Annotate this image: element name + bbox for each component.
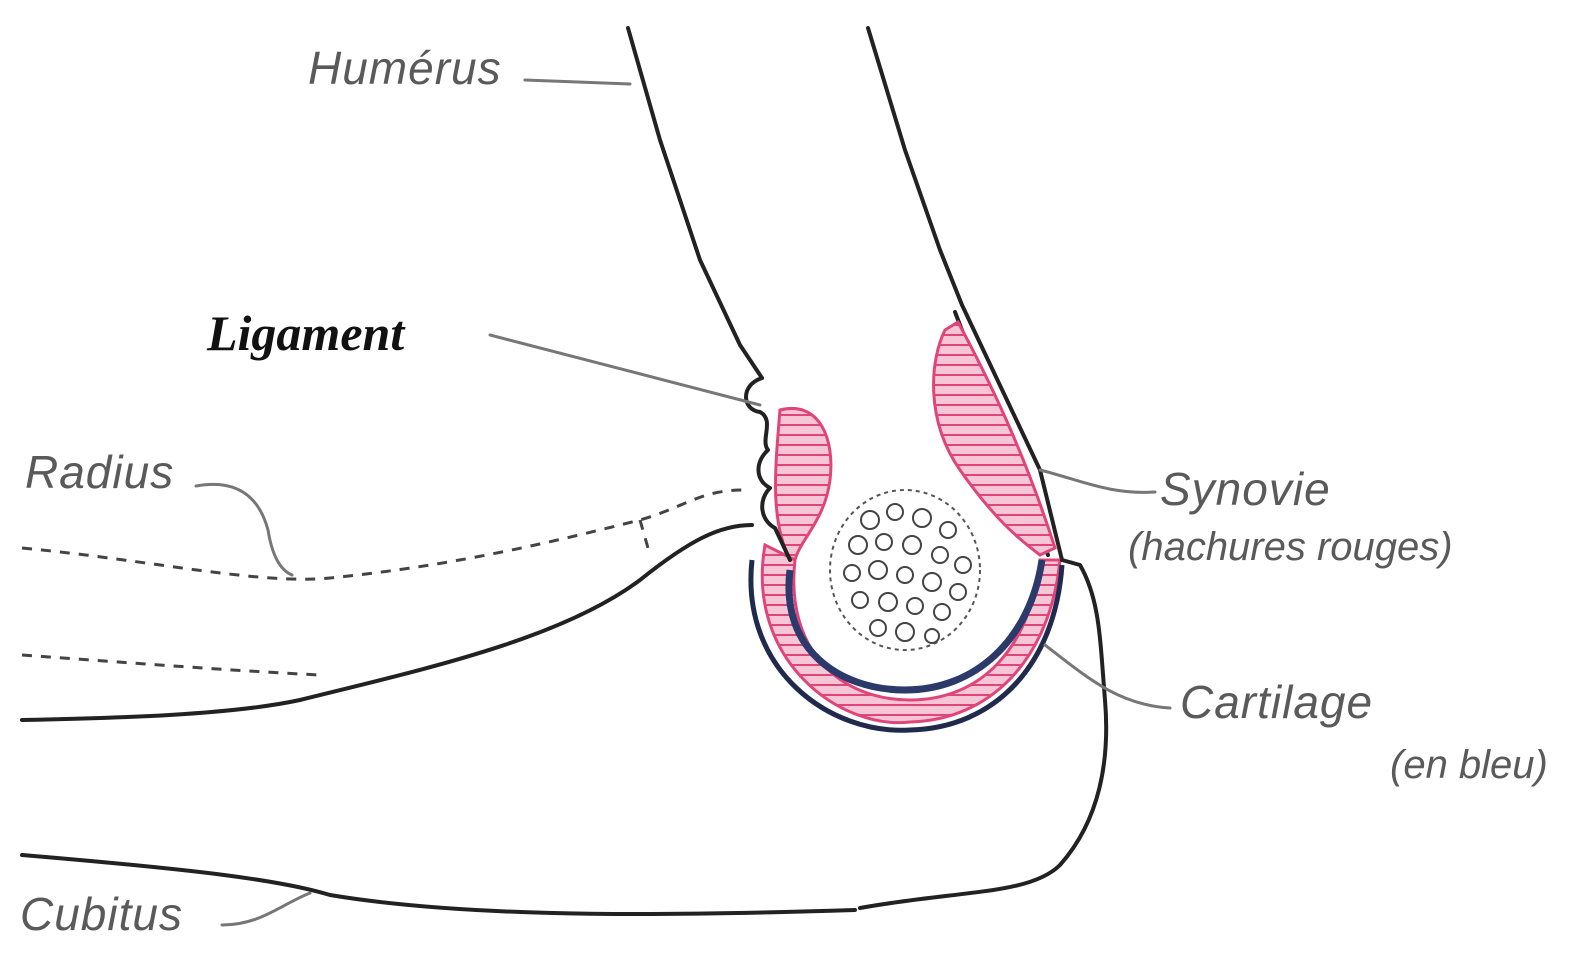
synovie-note: (hachures rouges) <box>1128 525 1453 569</box>
label-cubitus: Cubitus <box>20 888 310 940</box>
label-synovie: Synovie (hachures rouges) <box>1040 463 1453 569</box>
condyle-spongy-bone <box>830 490 980 650</box>
label-humerus: Humérus <box>308 42 630 94</box>
synovie-label: Synovie <box>1160 463 1331 515</box>
radius-label: Radius <box>25 446 174 498</box>
label-ligament: Ligament <box>206 305 760 405</box>
ligament-label: Ligament <box>206 305 406 361</box>
humerus-label: Humérus <box>308 42 502 94</box>
label-radius: Radius <box>25 446 292 575</box>
cartilage-label: Cartilage <box>1180 676 1373 728</box>
cartilage-note: (en bleu) <box>1390 743 1548 787</box>
cubitus-label: Cubitus <box>20 888 183 940</box>
label-cartilage: Cartilage (en bleu) <box>1045 645 1548 787</box>
